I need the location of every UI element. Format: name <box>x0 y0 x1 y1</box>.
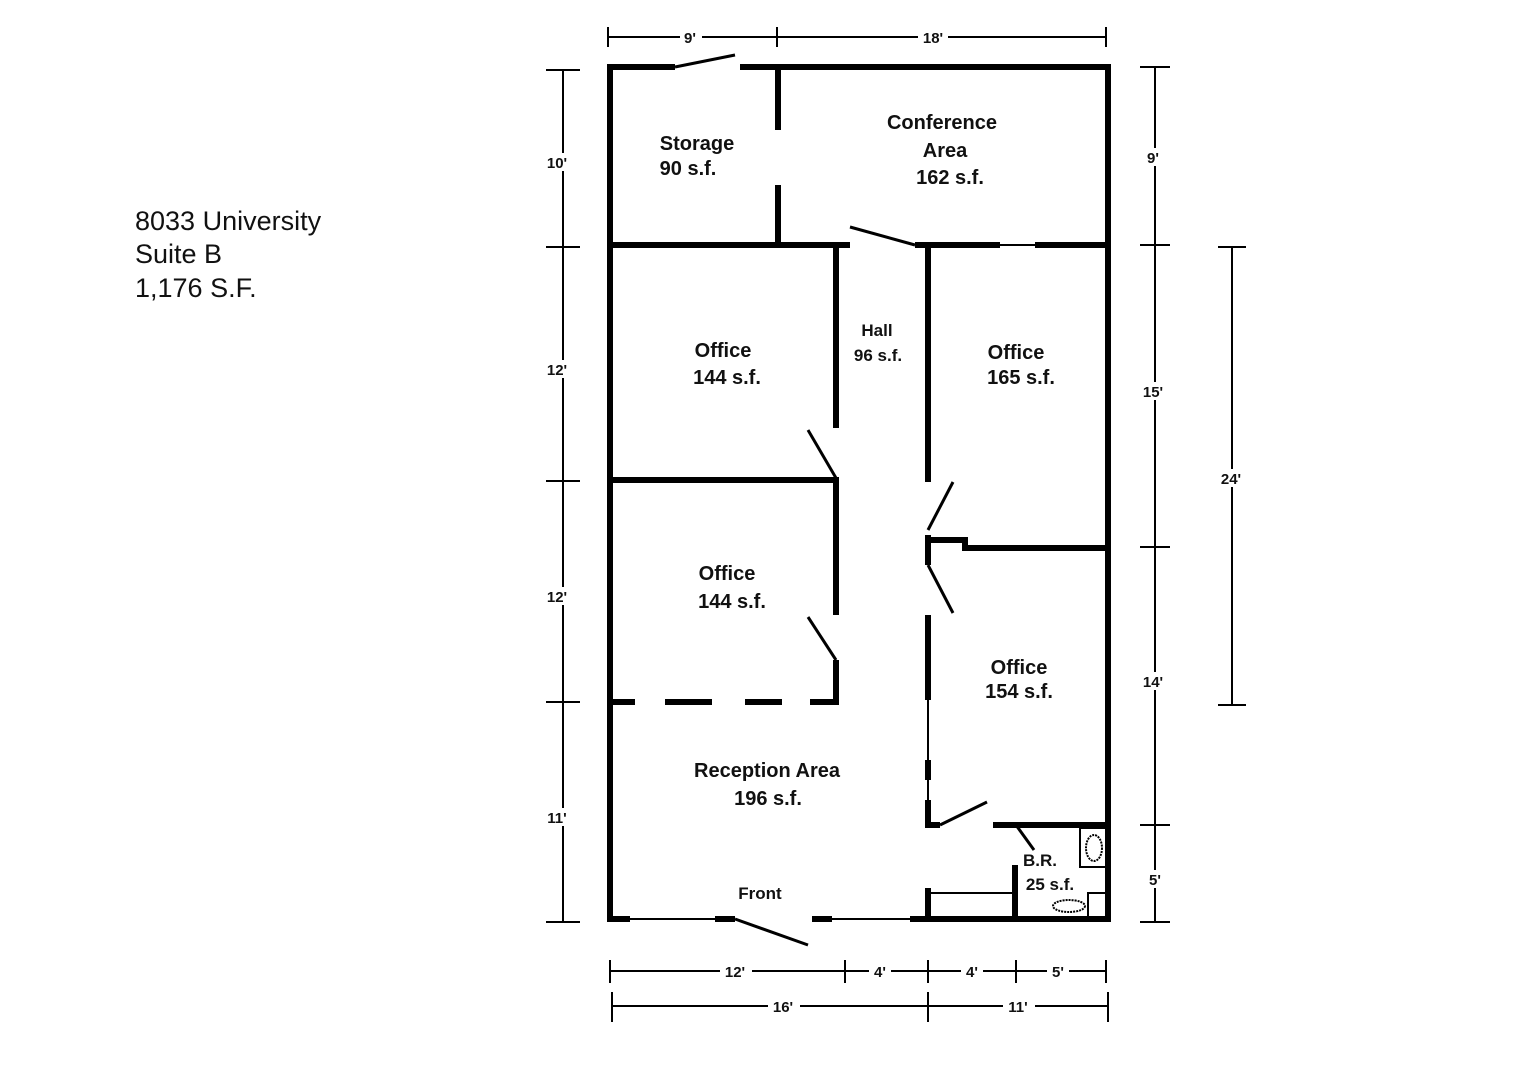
office-nw-label: Office <box>695 340 752 362</box>
front-door-swing <box>734 917 809 947</box>
dim-right-3: 14' <box>1143 674 1163 691</box>
office-ne-area: 165 s.f. <box>987 367 1055 389</box>
property-address: 8033 University <box>135 206 322 236</box>
dim-left-4: 11' <box>547 810 566 827</box>
bathroom-area: 25 s.f. <box>1026 875 1074 894</box>
reception-area: 196 s.f. <box>734 788 802 810</box>
dim-far-right: 24' <box>1221 471 1241 488</box>
dim-bottom-2: 4' <box>874 964 886 981</box>
hall-label: Hall <box>861 321 892 340</box>
fixtures <box>1052 827 1107 920</box>
dim-right-2: 15' <box>1143 384 1163 401</box>
property-suite: Suite B <box>135 239 223 269</box>
dim-bottom-total-2: 11' <box>1008 999 1027 1016</box>
dim-bottom-4: 5' <box>1052 964 1064 981</box>
office-ne-label: Office <box>988 342 1045 364</box>
office-w-label: Office <box>699 563 756 585</box>
office-nw-area: 144 s.f. <box>693 367 761 389</box>
office-w-door-swing <box>806 616 838 661</box>
dim-left-2: 12' <box>547 362 567 379</box>
office-nw-door-swing <box>806 429 838 479</box>
sink-basin-icon <box>1085 834 1103 862</box>
storage-door-swing <box>674 53 736 69</box>
dim-left-3: 12' <box>547 589 567 606</box>
bathroom-label: B.R. <box>1023 851 1057 870</box>
reception-label: Reception Area <box>694 760 841 782</box>
dim-left-1: 10' <box>547 155 567 172</box>
dim-bottom-1: 12' <box>725 964 745 981</box>
conference-area: 162 s.f. <box>916 167 984 189</box>
conference-door-swing <box>849 225 916 247</box>
dim-bottom-total-1: 16' <box>773 999 793 1016</box>
property-area: 1,176 S.F. <box>135 273 257 303</box>
bathroom-door-swing <box>1014 824 1036 851</box>
conference-label-2: Area <box>923 140 968 162</box>
office-w-area: 144 s.f. <box>698 591 766 613</box>
doors <box>674 53 1036 947</box>
toilet-icon <box>1052 899 1086 913</box>
conference-label: Conference <box>887 112 997 134</box>
office-ne-door-swing <box>926 481 955 531</box>
office-e-door-swing <box>926 564 955 614</box>
office-e-label: Office <box>991 657 1048 679</box>
dim-bottom-3: 4' <box>966 964 978 981</box>
office-e-area: 154 s.f. <box>985 681 1053 703</box>
sink <box>1079 827 1107 868</box>
dimension-lines <box>546 27 1246 1022</box>
dimension-labels: 9' 18' 10' 12' 12' 11' 9' 15' 14' 5' 24'… <box>543 29 1248 1016</box>
hall-area: 96 s.f. <box>854 346 902 365</box>
dim-right-1: 9' <box>1147 150 1159 167</box>
dim-top-2: 18' <box>923 30 943 47</box>
storage-area: 90 s.f. <box>660 158 717 180</box>
reception-door-swing <box>939 800 988 827</box>
front-label: Front <box>738 884 782 903</box>
dim-right-4: 5' <box>1149 872 1161 889</box>
dim-top-1: 9' <box>684 30 696 47</box>
walls <box>607 64 1111 922</box>
toilet-tank <box>1087 892 1107 920</box>
storage-label: Storage <box>660 133 734 155</box>
